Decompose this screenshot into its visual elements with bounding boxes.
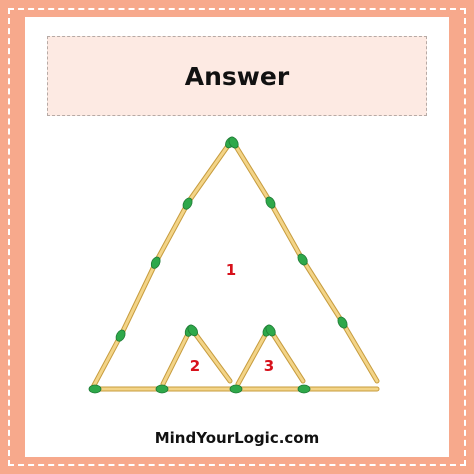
matchstick [90,331,124,391]
match-head [187,324,198,337]
match-head [182,197,193,210]
brand-footer: MindYourLogic.com [154,429,320,447]
matchstick [236,326,271,386]
matchstick [161,326,193,386]
matchstick [339,318,379,383]
matchstick-triangles: 1 2 3 [88,136,380,394]
match-head [265,324,276,337]
triangle-label-2: 2 [190,357,200,375]
match-head [229,384,243,394]
matchstick [230,138,271,202]
page-title: Answer [184,61,290,91]
match-head [337,316,348,329]
triangle-label-3: 3 [264,357,274,375]
matchstick [120,258,159,335]
match-head [150,256,161,269]
match-head [228,136,239,149]
puzzle-card: Answer 1 2 3 MindYourLogic.com [25,17,449,457]
matchstick [267,326,305,383]
answer-header: Answer [47,36,427,116]
matchstick [187,138,234,203]
triangle-label-1: 1 [226,261,236,279]
match-head [88,384,102,394]
match-head [155,384,169,394]
match-head [115,329,126,342]
matchstick [155,199,191,262]
matchstick [189,326,232,383]
dashed-border-frame [8,8,466,466]
match-head [265,196,276,209]
match-head [297,384,311,394]
matchstick [267,198,303,259]
matchstick [299,255,343,322]
match-head [297,253,308,266]
